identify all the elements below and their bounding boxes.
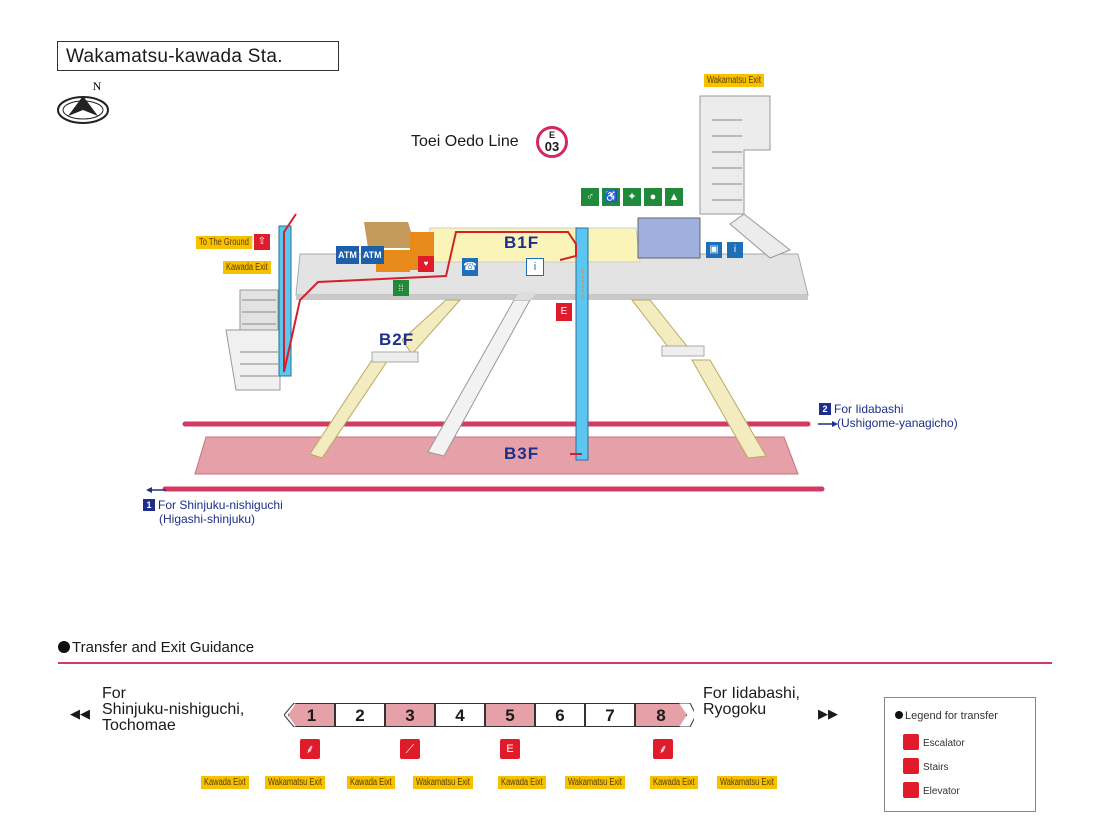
car-8-kawada-exit: Kawada Eixt (650, 776, 698, 789)
left-direction-line2: Shinjuku-nishiguchi, (102, 701, 245, 718)
car-3-wakamatsu-exit: Wakamatsu Exit (413, 776, 473, 789)
to-the-ground-tag: To The Ground (196, 236, 252, 249)
transfer-legend: Legend for transfer Escalator Stairs Ele… (884, 697, 1036, 812)
car-5-elevator-icon: E (500, 739, 520, 759)
multipurpose-toilet-icon: ✦ (623, 188, 641, 206)
direction-right-line2: (Ushigome-yanagicho) (837, 416, 958, 430)
legend-escalator-label: Escalator (923, 738, 965, 749)
direction-left-number: 1 (143, 499, 155, 511)
exit-icon: ⇧ (254, 234, 270, 250)
left-arrows-icon: ◀◀ (70, 706, 90, 721)
guidance-title-text: Transfer and Exit Guidance (72, 639, 255, 656)
station-number-badge: E 03 (536, 126, 568, 158)
stairs-icon (903, 758, 919, 774)
floor-label-b3: B3F (504, 444, 540, 463)
line-name: Toei Oedo Line (411, 133, 519, 150)
station-diagram (146, 95, 838, 493)
car-1: 1 (288, 703, 335, 727)
wheelchair-toilet-icon: ♿ (602, 188, 620, 206)
right-arrows-icon: ▶▶ (818, 706, 838, 721)
atm-icon: ATM ATM (336, 246, 384, 264)
direction-right-line1: For Iidabashi (834, 402, 904, 416)
car-1-stairs-icon: ⸙ (300, 739, 320, 759)
car-8-wakamatsu-exit: Wakamatsu Exit (717, 776, 777, 789)
info-desk-icon: i (727, 242, 743, 258)
elevator-icon: E (556, 303, 572, 321)
car-3: 3 (385, 703, 435, 727)
phone-icon: ☎ (462, 258, 478, 276)
car-8-stairs-icon: ⸙ (653, 739, 673, 759)
atm-label-2: ATM (360, 246, 384, 264)
elevator-icon (903, 782, 919, 798)
direction-right-number: 2 (819, 403, 831, 415)
compass-icon: N (57, 79, 109, 124)
direction-left-line1: For Shinjuku-nishiguchi (158, 498, 283, 512)
car-7: 7 (585, 703, 635, 727)
right-direction-line2: Ryogoku (703, 701, 767, 718)
car-5-wakamatsu-exit: Wakamatsu Exit (565, 776, 625, 789)
atm-label-1: ATM (336, 246, 359, 264)
car-3-kawada-exit: Kawada Eixt (347, 776, 395, 789)
left-direction-line1: For (102, 685, 126, 702)
legend-elevator-label: Elevator (923, 786, 960, 797)
nursing-room-icon: ● (644, 188, 662, 206)
coin-locker-icon: ⁞⁞ (393, 280, 409, 296)
floor-label-b1: B1F (504, 233, 540, 252)
car-1-kawada-exit: Kawada Eixt (201, 776, 249, 789)
station-title: Wakamatsu-kawada Sta. (57, 41, 339, 71)
aed-icon: ♥ (418, 256, 434, 272)
car-3-escalator-icon: ⟋ (400, 739, 420, 759)
facility-icons: ♂ ♿ ✦ ● ▲ (581, 188, 683, 206)
left-direction-text: For Shinjuku-nishiguchi, Tochomae (102, 686, 244, 734)
baby-care-icon: ▲ (665, 188, 683, 206)
guidance-divider (58, 662, 1052, 664)
left-direction-line3: Tochomae (102, 717, 176, 734)
right-direction-text: For Iidabashi, Ryogoku (703, 686, 800, 718)
toilet-icon: ♂ (581, 188, 599, 206)
wakamatsu-exit-tag: Wakamatsu Exit (704, 74, 764, 87)
guidance-section-title: Transfer and Exit Guidance (58, 639, 254, 656)
legend-title-text: Legend for transfer (905, 710, 998, 722)
car-1-wakamatsu-exit: Wakamatsu Exit (265, 776, 325, 789)
escalator-icon (903, 734, 919, 750)
car-8: 8 (635, 703, 687, 727)
car-5: 5 (485, 703, 535, 727)
floor-label-b2: B2F (379, 330, 415, 349)
legend-title: Legend for transfer (895, 710, 998, 722)
station-code-number: 03 (544, 139, 560, 154)
compass-north-label: N (93, 79, 102, 93)
car-4: 4 (435, 703, 485, 727)
legend-stairs-label: Stairs (923, 762, 949, 773)
train-cars: 1 2 3 4 5 6 7 8 (284, 703, 694, 727)
info-icon: i (526, 258, 544, 276)
car-6: 6 (535, 703, 585, 727)
ticket-machine-icon: ▣ (706, 242, 722, 258)
line-code-letter: E (548, 130, 555, 140)
kawada-exit-tag: Kawada Exit (223, 261, 271, 274)
right-direction-line1: For Iidabashi, (703, 685, 800, 702)
car-2: 2 (335, 703, 385, 727)
direction-left-line2: (Higashi-shinjuku) (159, 512, 256, 526)
car-5-kawada-exit: Kawada Eixt (498, 776, 546, 789)
